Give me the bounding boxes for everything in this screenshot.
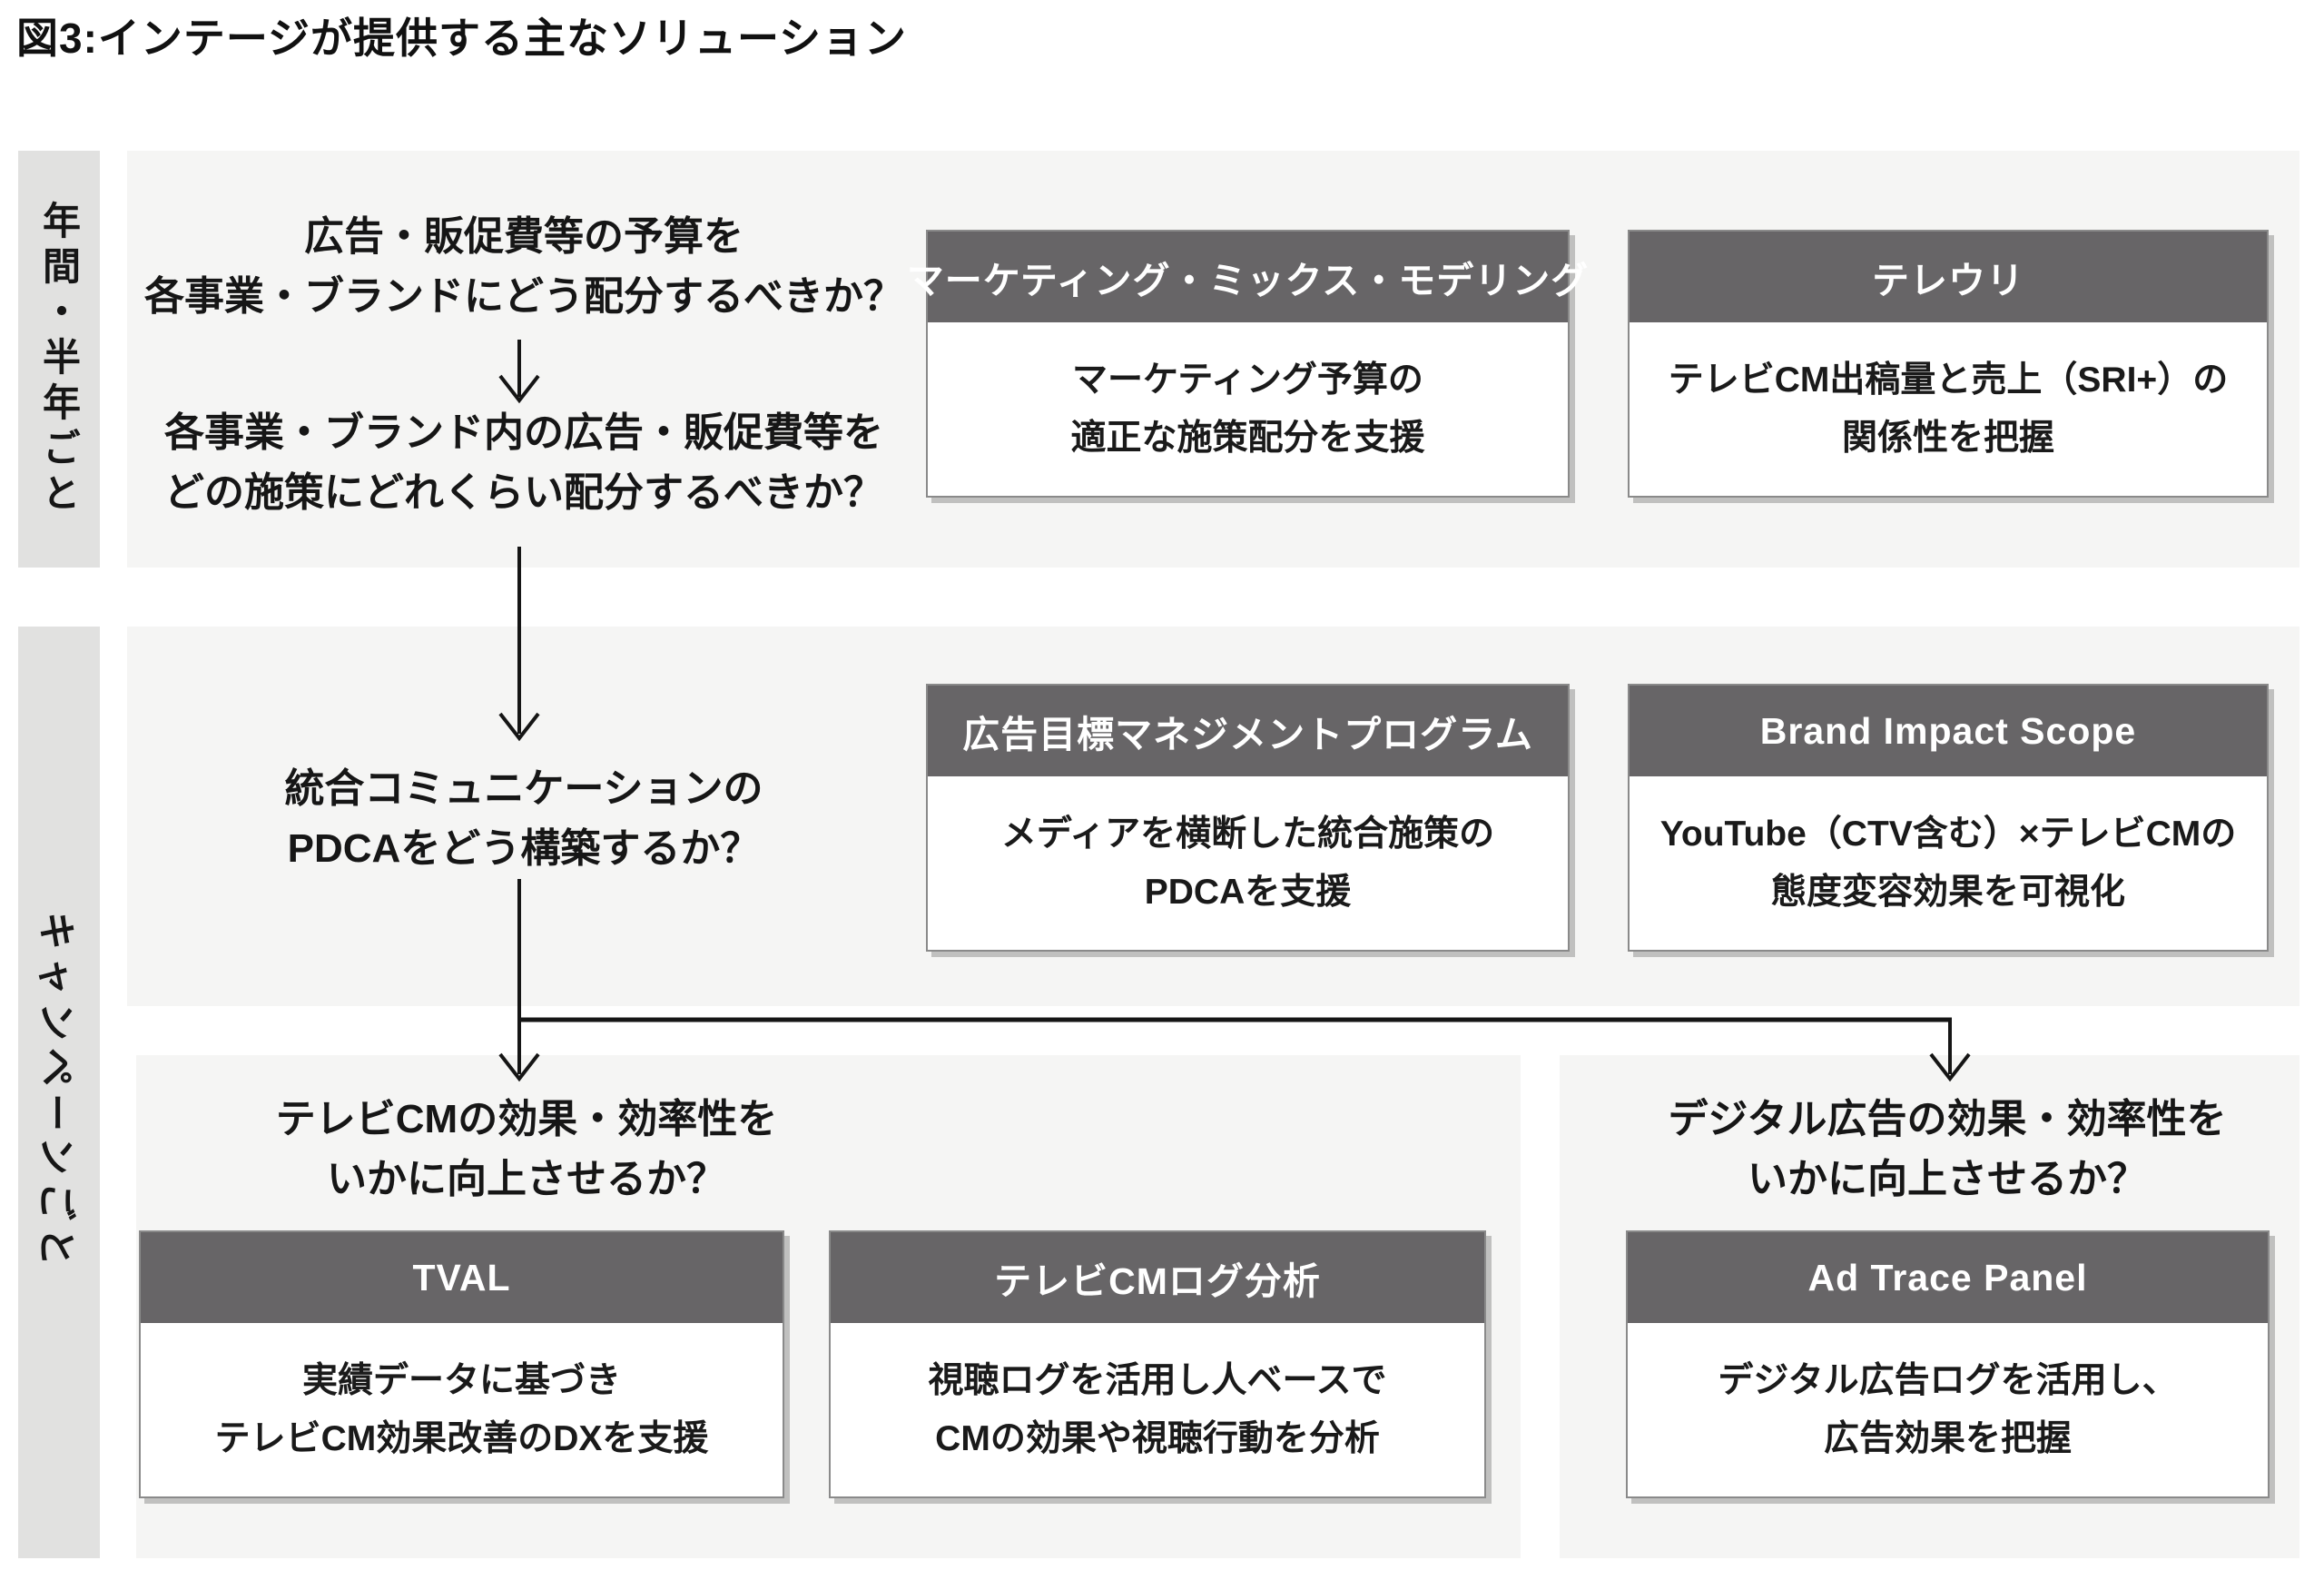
question-line: 各事業・ブランドにどう配分するべきか？ — [144, 274, 903, 319]
solution-box-brand-impact-scope: Brand Impact Scope YouTube（CTV含む）×テレビCMの… — [1628, 684, 2269, 952]
solution-box-description: メディアを横断した統合施策の PDCAを支援 — [928, 776, 1568, 950]
solution-box-tvcm-log-analysis: テレビCMログ分析 視聴ログを活用し人ベースで CMの効果や視聴行動を分析 — [829, 1230, 1486, 1498]
question-line: デジタル広告の効果・効率性を — [1668, 1097, 2227, 1141]
solution-box-title: Brand Impact Scope — [1630, 686, 2267, 776]
solution-box-description: テレビCM出稿量と売上（SRI+）の 関係性を把握 — [1630, 322, 2267, 496]
question-line: テレビCMの効果・効率性を — [275, 1097, 778, 1141]
question-line: PDCAをどう構築するか？ — [287, 826, 761, 871]
solution-box-description: マーケティング予算の 適正な施策配分を支援 — [928, 322, 1568, 496]
description-line: 広告効果を把握 — [1823, 1418, 2072, 1458]
question-line: どの施策にどれくらい配分するべきか？ — [164, 470, 883, 515]
description-line: マーケティング予算の — [1072, 360, 1423, 400]
solution-box-title: テレビCMログ分析 — [831, 1232, 1484, 1323]
question-line: 広告・販促費等の予算を — [304, 214, 743, 259]
solution-box-title: 広告目標マネジメントプログラム — [928, 686, 1568, 776]
question-line: いかに向上させるか？ — [1748, 1157, 2147, 1201]
question-line: いかに向上させるか？ — [327, 1157, 726, 1201]
description-line: 適正な施策配分を支援 — [1070, 418, 1425, 458]
description-line: 実績データに基づき — [301, 1360, 621, 1400]
solution-box-title: マーケティング・ミックス・モデリング — [907, 232, 1588, 322]
solution-box-description: 実績データに基づき テレビCM効果改善のDXを支援 — [141, 1323, 783, 1496]
question-tvcm-effect: テレビCMの効果・効率性を いかに向上させるか？ — [276, 1090, 777, 1210]
row-label-annual-text: 年間・半年ごと — [37, 200, 81, 518]
description-line: 視聴ログを活用し人ベースで — [928, 1360, 1387, 1400]
description-line: PDCAを支援 — [1144, 872, 1352, 912]
description-line: 関係性を把握 — [1841, 418, 2054, 458]
question-tactic-allocation: 各事業・ブランド内の広告・販促費等を どの施策にどれくらい配分するべきか？ — [164, 403, 883, 523]
description-line: CMの効果や視聴行動を分析 — [935, 1418, 1380, 1458]
question-integrated-pdca: 統合コミュニケーションの PDCAをどう構築するか？ — [284, 759, 763, 879]
solution-box-tval: TVAL 実績データに基づき テレビCM効果改善のDXを支援 — [139, 1230, 784, 1498]
solution-box-description: デジタル広告ログを活用し、 広告効果を把握 — [1628, 1323, 2268, 1496]
question-budget-allocation: 広告・販促費等の予算を 各事業・ブランドにどう配分するべきか？ — [144, 207, 903, 327]
solution-box-marketing-mix-modeling: マーケティング・ミックス・モデリング マーケティング予算の 適正な施策配分を支援 — [907, 230, 1588, 498]
description-line: 態度変容効果を可視化 — [1770, 872, 2125, 912]
description-line: デジタル広告ログを活用し、 — [1718, 1360, 2178, 1400]
row-label-campaign-text: キャンペーンごと — [34, 912, 78, 1273]
question-line: 統合コミュニケーションの — [284, 766, 763, 811]
solution-box-tereuri: テレウリ テレビCM出稿量と売上（SRI+）の 関係性を把握 — [1628, 230, 2269, 498]
solution-box-title: TVAL — [141, 1232, 783, 1323]
row-label-campaign: キャンペーンごと — [18, 627, 100, 1558]
description-line: メディアを横断した統合施策の — [1000, 814, 1495, 854]
solution-box-ad-trace-panel: Ad Trace Panel デジタル広告ログを活用し、 広告効果を把握 — [1626, 1230, 2270, 1498]
solution-box-description: YouTube（CTV含む）×テレビCMの 態度変容効果を可視化 — [1630, 776, 2267, 950]
solution-box-title: Ad Trace Panel — [1628, 1232, 2268, 1323]
row-label-annual: 年間・半年ごと — [18, 151, 100, 568]
question-line: 各事業・ブランド内の広告・販促費等を — [164, 410, 883, 455]
description-line: YouTube（CTV含む）×テレビCMの — [1659, 814, 2237, 854]
solution-box-title: テレウリ — [1630, 232, 2267, 322]
solution-box-ad-goal-management: 広告目標マネジメントプログラム メディアを横断した統合施策の PDCAを支援 — [926, 684, 1570, 952]
question-digital-effect: デジタル広告の効果・効率性を いかに向上させるか？ — [1668, 1090, 2226, 1210]
solution-box-description: 視聴ログを活用し人ベースで CMの効果や視聴行動を分析 — [831, 1323, 1484, 1496]
description-line: テレビCM出稿量と売上（SRI+）の — [1668, 360, 2229, 400]
description-line: テレビCM効果改善のDXを支援 — [214, 1418, 709, 1458]
figure-title: 図3:インテージが提供する主なソリューション — [16, 15, 908, 62]
